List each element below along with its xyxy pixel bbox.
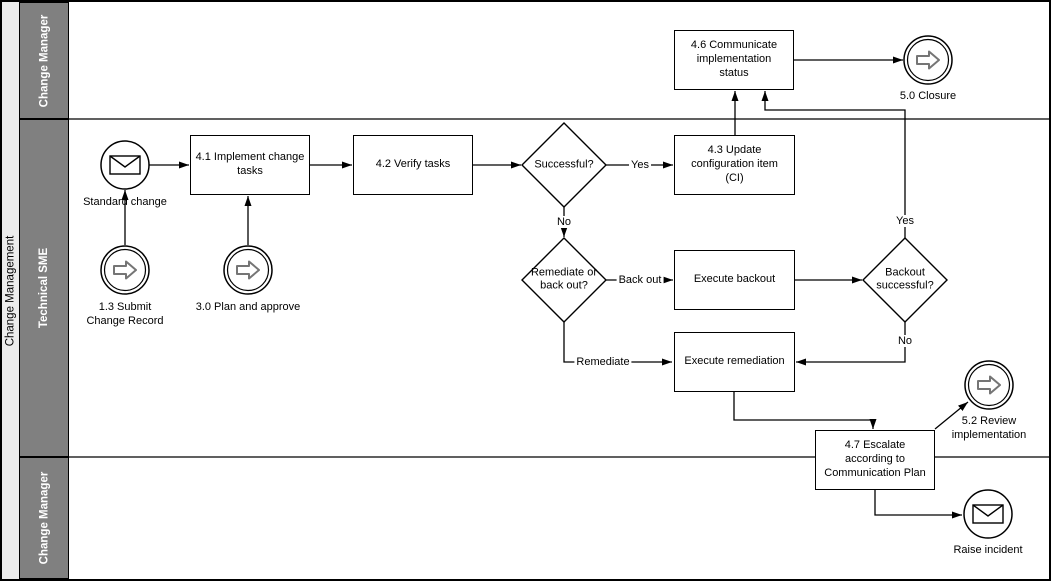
arrow-right-icon — [916, 50, 940, 70]
lane-header-change-manager-top: Change Manager — [19, 2, 69, 119]
event-label-raise-incident: Raise incident — [953, 544, 1023, 556]
arrow-right-icon — [113, 260, 137, 280]
event-label-plan-and-approve: 3.0 Plan and approve — [195, 301, 301, 313]
arrow-right-icon — [236, 260, 260, 280]
envelope-icon — [972, 504, 1004, 524]
flow-escalate-to-review-implementation — [934, 401, 969, 430]
gateway-backout-successful — [862, 237, 948, 323]
gateway-label-successful: Successful? — [534, 158, 594, 171]
pool-header: Change Management — [2, 2, 20, 579]
task-execute-remediation: Execute remediation — [674, 332, 795, 392]
event-raise-incident — [963, 489, 1013, 539]
task-update-configuration-item: 4.3 Update configuration item (CI) — [674, 135, 795, 195]
event-review-implementation — [964, 360, 1014, 410]
event-label-closure: 5.0 Closure — [899, 90, 957, 102]
lane-header-technical-sme: Technical SME — [19, 119, 69, 457]
event-standard-change — [100, 140, 150, 190]
flow-label-successful-yes: Yes — [629, 159, 651, 171]
event-plan-and-approve — [223, 245, 273, 295]
arrow-right-icon — [977, 375, 1001, 395]
flow-backout-yes-to-communicate — [761, 91, 906, 238]
lane-label: Change Manager — [38, 14, 51, 107]
flow-label-backout-yes: Yes — [894, 215, 916, 227]
flow-label-remediate: Remediate — [574, 356, 632, 368]
gateway-remediate-or-backout — [521, 237, 607, 323]
lane-label: Technical SME — [38, 247, 50, 329]
flow-label-back-out: Back out — [616, 274, 664, 286]
event-label-standard-change: Standard change — [83, 196, 167, 208]
pool-label: Change Management — [4, 235, 17, 346]
gateway-label-remediate-or-backout: Remediate or back out? — [530, 266, 598, 292]
task-escalate-communication-plan: 4.7 Escalate according to Communication … — [815, 430, 935, 490]
event-label-submit-change-record: 1.3 Submit Change Record — [86, 301, 164, 327]
lane-label: Change Manager — [38, 471, 51, 565]
flow-execute-remediation-to-escalate — [733, 392, 877, 429]
flow-label-successful-no: No — [554, 216, 574, 228]
event-label-review-implementation: 5.2 Review implementation — [951, 415, 1027, 441]
gateway-label-backout-successful: Backout successful? — [876, 266, 934, 292]
event-submit-change-record — [100, 245, 150, 295]
flow-backout-no-to-execute-remediation — [796, 322, 906, 366]
flow-label-backout-no: No — [895, 335, 915, 347]
task-implement-change-tasks: 4.1 Implement change tasks — [190, 135, 310, 195]
task-execute-backout: Execute backout — [674, 250, 795, 310]
task-verify-tasks: 4.2 Verify tasks — [353, 135, 473, 195]
flow-remediate-choice-to-execute-remediation — [563, 322, 672, 366]
event-closure — [903, 35, 953, 85]
lane-header-change-manager-bottom: Change Manager — [19, 457, 69, 579]
flow-escalate-to-raise-incident — [874, 490, 962, 519]
gateway-successful — [521, 122, 607, 208]
envelope-icon — [109, 155, 141, 175]
task-communicate-implementation-status: 4.6 Communicate implementation status — [674, 30, 794, 90]
